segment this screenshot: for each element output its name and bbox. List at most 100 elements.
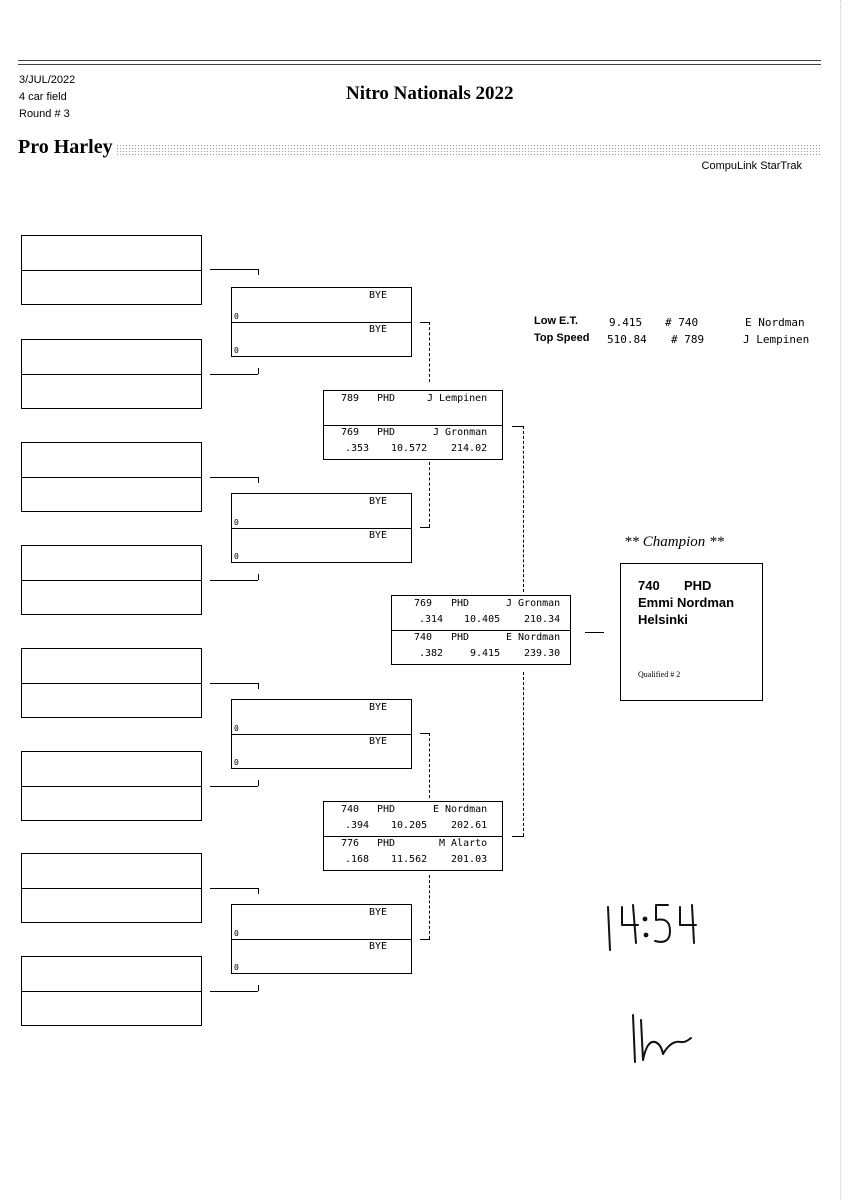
zero-label: 0 bbox=[234, 552, 239, 561]
elapsed-time: 10.572 bbox=[391, 443, 428, 454]
car-number: 740 bbox=[341, 804, 360, 815]
connector bbox=[512, 836, 524, 837]
field-size: 4 car field bbox=[19, 91, 67, 103]
car-number: 789 bbox=[341, 393, 360, 404]
connector-dashed bbox=[429, 875, 430, 939]
connector bbox=[258, 888, 259, 894]
connector-dashed bbox=[523, 426, 524, 592]
bye-label: BYE bbox=[369, 702, 388, 713]
class-name: Pro Harley bbox=[18, 136, 113, 158]
driver-name: E Nordman bbox=[506, 632, 561, 643]
zero-label: 0 bbox=[234, 724, 239, 733]
elapsed-time: 11.562 bbox=[391, 854, 428, 865]
connector-dashed bbox=[429, 462, 430, 527]
zero-label: 0 bbox=[234, 758, 239, 767]
speed: 202.61 bbox=[451, 820, 488, 831]
car-class: PHD bbox=[451, 632, 470, 643]
semifinal-2: 740 PHD E Nordman .394 10.205 202.61 776… bbox=[323, 801, 503, 871]
elapsed-time: 10.405 bbox=[464, 614, 501, 625]
connector-to-champion bbox=[585, 632, 604, 633]
connector bbox=[258, 477, 259, 483]
car-class: PHD bbox=[451, 598, 470, 609]
connector bbox=[210, 888, 258, 889]
zero-label: 0 bbox=[234, 963, 239, 972]
champion-box: 740 PHD Emmi Nordman Helsinki Qualified … bbox=[620, 563, 763, 701]
car-class: PHD bbox=[377, 804, 396, 815]
round-label: Round # 3 bbox=[19, 108, 70, 120]
driver-name: J Gronman bbox=[433, 427, 488, 438]
zero-label: 0 bbox=[234, 312, 239, 321]
bye-pair-2: BYE 0 BYE 0 bbox=[231, 493, 412, 563]
zero-label: 0 bbox=[234, 518, 239, 527]
speed: 239.30 bbox=[524, 648, 561, 659]
empty-pair-8 bbox=[21, 956, 202, 1026]
empty-pair-7 bbox=[21, 853, 202, 923]
brand-label: CompuLink StarTrak bbox=[701, 160, 802, 172]
connector bbox=[210, 477, 258, 478]
handwritten-time bbox=[607, 904, 697, 951]
event-title: Nitro Nationals 2022 bbox=[346, 83, 514, 104]
connector bbox=[210, 374, 258, 375]
bye-label: BYE bbox=[369, 941, 388, 952]
connector bbox=[210, 269, 258, 270]
signature bbox=[632, 1014, 692, 1063]
page-edge bbox=[840, 0, 841, 1200]
zero-label: 0 bbox=[234, 346, 239, 355]
top-speed-car: # 789 bbox=[671, 333, 705, 346]
final-pair: 769 PHD J Gronman .314 10.405 210.34 740… bbox=[391, 595, 571, 665]
bye-label: BYE bbox=[369, 907, 388, 918]
connector bbox=[258, 368, 259, 374]
reaction-time: .168 bbox=[345, 854, 370, 865]
empty-pair-5 bbox=[21, 648, 202, 718]
driver-name: J Gronman bbox=[506, 598, 561, 609]
reaction-time: .353 bbox=[345, 443, 370, 454]
qualified-position: Qualified # 2 bbox=[638, 670, 681, 679]
driver-name: M Alarto bbox=[439, 838, 488, 849]
semifinal-1: 789 PHD J Lempinen 769 PHD J Gronman .35… bbox=[323, 390, 503, 460]
champion-city: Helsinki bbox=[638, 612, 688, 627]
connector bbox=[258, 269, 259, 275]
speed: 201.03 bbox=[451, 854, 488, 865]
bye-label: BYE bbox=[369, 290, 388, 301]
driver-name: E Nordman bbox=[433, 804, 488, 815]
connector bbox=[210, 683, 258, 684]
connector bbox=[210, 580, 258, 581]
zero-label: 0 bbox=[234, 929, 239, 938]
low-et-car: # 740 bbox=[665, 316, 699, 329]
bye-label: BYE bbox=[369, 496, 388, 507]
empty-pair-6 bbox=[21, 751, 202, 821]
connector bbox=[210, 991, 258, 992]
header-rule-bottom bbox=[18, 64, 821, 65]
champion-heading: ** Champion ** bbox=[624, 534, 725, 550]
champion-name: Emmi Nordman bbox=[638, 595, 735, 610]
connector bbox=[258, 683, 259, 689]
connector bbox=[420, 527, 430, 528]
bye-label: BYE bbox=[369, 324, 388, 335]
connector bbox=[420, 939, 430, 940]
top-speed-label: Top Speed bbox=[534, 332, 590, 344]
low-et-name: E Nordman bbox=[745, 316, 805, 329]
elapsed-time: 10.205 bbox=[391, 820, 428, 831]
reaction-time: .314 bbox=[419, 614, 444, 625]
reaction-time: .394 bbox=[345, 820, 370, 831]
speed: 214.02 bbox=[451, 443, 488, 454]
connector bbox=[420, 733, 430, 734]
low-et-label: Low E.T. bbox=[534, 315, 578, 327]
reaction-time: .382 bbox=[419, 648, 444, 659]
elapsed-time: 9.415 bbox=[470, 648, 501, 659]
bye-pair-4: BYE 0 BYE 0 bbox=[231, 904, 412, 974]
empty-pair-4 bbox=[21, 545, 202, 615]
connector bbox=[420, 322, 430, 323]
car-class: PHD bbox=[377, 393, 396, 404]
connector-dashed bbox=[429, 733, 430, 798]
empty-pair-3 bbox=[21, 442, 202, 512]
header-rule-top bbox=[18, 60, 821, 61]
low-et-value: 9.415 bbox=[609, 316, 643, 329]
event-date: 3/JUL/2022 bbox=[19, 74, 76, 86]
car-number: 776 bbox=[341, 838, 360, 849]
champion-number: 740 bbox=[638, 578, 660, 593]
bye-label: BYE bbox=[369, 530, 388, 541]
car-number: 740 bbox=[414, 632, 433, 643]
empty-pair-2 bbox=[21, 339, 202, 409]
